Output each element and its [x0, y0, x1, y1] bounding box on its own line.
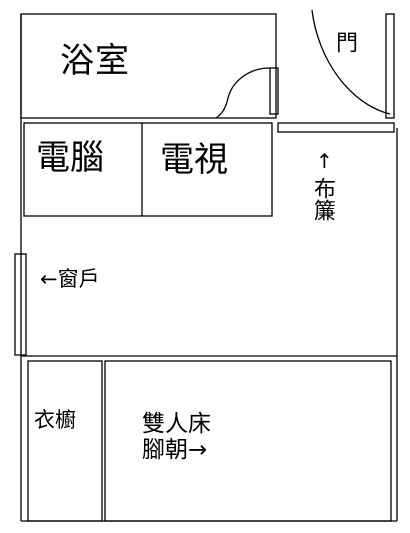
window-label: ←窗戶: [40, 267, 100, 291]
bed-outline: [104, 360, 392, 522]
room-label-wardrobe: 衣櫥: [34, 408, 76, 432]
curtain-arrow: ↑: [316, 149, 333, 173]
entrance-door-leaf: [385, 13, 395, 119]
bathroom-outline: [20, 13, 277, 119]
room-label-computer: 電腦: [36, 138, 104, 178]
room-label-tv: 電視: [160, 140, 228, 180]
door-label: 門: [332, 31, 357, 53]
desk-outline: [23, 122, 273, 217]
bathroom-door-swing: [215, 67, 271, 119]
entrance-door-swing: [311, 9, 391, 115]
bed-feet-label: 腳朝→: [142, 437, 208, 463]
window-frame: [14, 253, 27, 356]
room-label-bathroom: 浴室: [60, 41, 130, 81]
room-label-bed: 雙人床: [142, 411, 211, 437]
wardrobe-outline: [27, 360, 103, 522]
curtain-rail: [277, 122, 395, 133]
bathroom-door-leaf: [269, 67, 279, 115]
curtain-label: 布簾: [310, 177, 335, 221]
